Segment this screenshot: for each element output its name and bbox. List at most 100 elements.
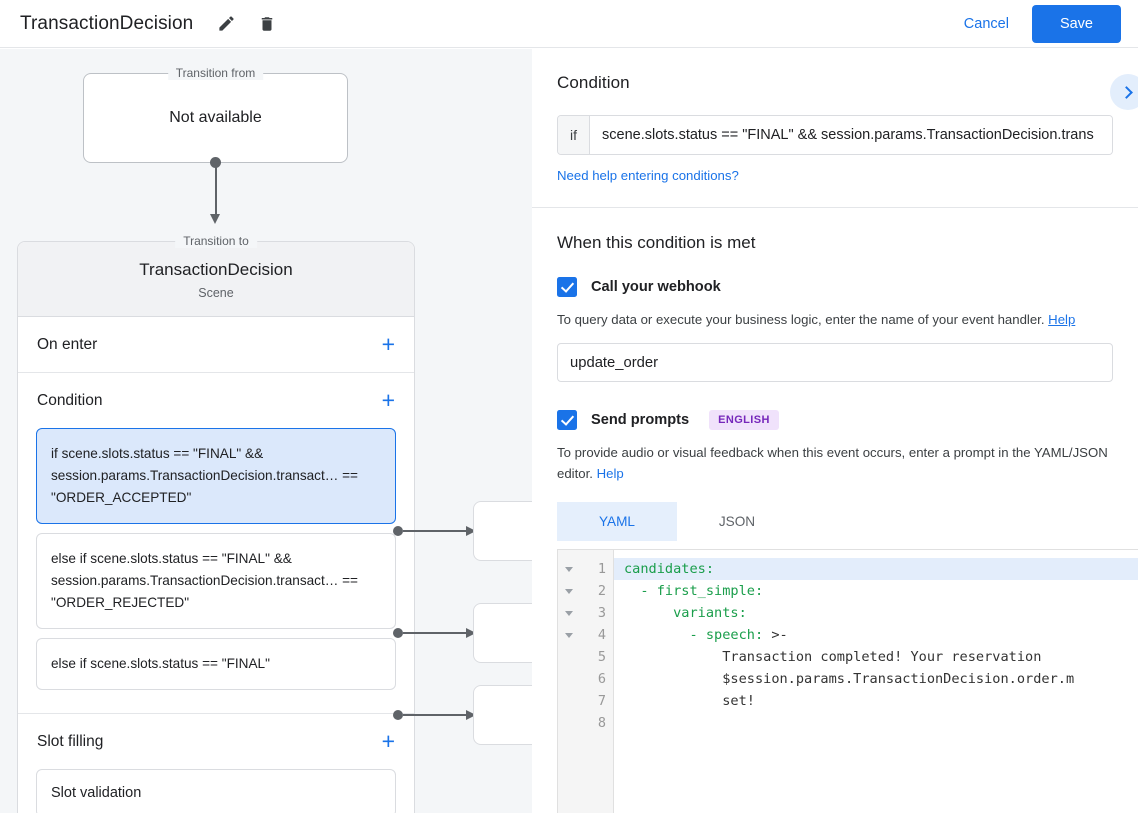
triangle-down-glyph: [565, 566, 573, 572]
code-content[interactable]: candidates: - first_simple: variants: - …: [614, 550, 1138, 813]
triangle-down-glyph: [565, 610, 573, 616]
add-condition-button[interactable]: +: [381, 387, 395, 413]
code-fold-arrow-icon[interactable]: [558, 580, 580, 602]
yaml-value-token: >-: [763, 627, 788, 644]
add-slot-filling-button[interactable]: +: [381, 728, 395, 755]
send-prompts-row: Send prompts ENGLISH: [557, 410, 1113, 431]
send-prompts-label: Send prompts: [591, 412, 690, 429]
yaml-key-token: - first_simple:: [624, 583, 764, 600]
save-button[interactable]: Save: [1031, 4, 1121, 43]
code-line-number: 3: [597, 605, 606, 622]
yaml-value-token: $session.params.TransactionDecision.orde…: [624, 671, 1075, 688]
section-condition: Condition + if scene.slots.status == "FI…: [18, 373, 414, 715]
connector-line: [215, 162, 217, 217]
scene-header: TransactionDecision Scene: [18, 242, 414, 317]
yaml-code-editor[interactable]: 1 2 3 4 5 6 7 8 candidates: - first_simple: var…: [557, 549, 1138, 813]
triangle-down-glyph: [565, 588, 573, 594]
code-line-number: 2: [597, 583, 606, 600]
need-help-conditions-link[interactable]: Need help entering conditions?: [557, 168, 739, 183]
tab-json[interactable]: JSON: [718, 514, 756, 530]
tab-yaml[interactable]: YAML: [557, 502, 677, 542]
when-condition-met-section: When this condition is met Call your web…: [532, 208, 1138, 813]
event-handler-input[interactable]: [557, 343, 1113, 383]
trash-icon[interactable]: [252, 9, 282, 39]
topbar-actions: Cancel Save: [951, 4, 1138, 43]
scene-type: Scene: [198, 286, 234, 300]
top-bar: TransactionDecision Cancel Save: [0, 0, 1138, 48]
when-condition-met-heading: When this condition is met: [557, 233, 756, 252]
code-line: variants:: [614, 602, 1138, 624]
code-line-number: 4: [597, 627, 606, 644]
yaml-key-token: - speech:: [624, 627, 764, 644]
call-webhook-checkbox[interactable]: [557, 277, 577, 297]
section-condition-header: Condition +: [18, 373, 414, 428]
condition-heading: Condition: [557, 73, 630, 92]
section-slot-filling: Slot filling + Slot validation: [18, 714, 414, 813]
code-line: $session.params.TransactionDecision.orde…: [614, 668, 1138, 690]
page-title: TransactionDecision: [20, 12, 194, 34]
code-line-number: 6: [597, 671, 606, 688]
call-webhook-label: Call your webhook: [591, 279, 721, 295]
code-line: [614, 712, 1138, 734]
branch-target-box-3[interactable]: [473, 685, 532, 745]
condition-list: if scene.slots.status == "FINAL" && sess…: [18, 428, 414, 713]
yaml-value-token: set!: [624, 693, 755, 710]
condition-item-3[interactable]: else if scene.slots.status == "FINAL": [36, 638, 396, 691]
condition-expression-input[interactable]: [590, 116, 1112, 154]
chevron-glyph: [1120, 85, 1133, 99]
code-fold-column: [558, 550, 580, 813]
if-label: if: [558, 116, 590, 154]
transition-to-legend: Transition to: [175, 234, 257, 248]
condition-item-1[interactable]: if scene.slots.status == "FINAL" && sess…: [36, 428, 396, 525]
triangle-down-glyph: [565, 632, 573, 638]
connector-arrow-icon: [210, 214, 220, 224]
slot-validation-item[interactable]: Slot validation: [36, 769, 396, 813]
code-line: - speech: >-: [614, 624, 1138, 646]
code-line-number: 7: [597, 693, 606, 710]
call-webhook-description-text: To query data or execute your business l…: [557, 312, 1045, 327]
editor-format-tabs: YAML JSON: [557, 502, 1113, 542]
code-line: Transaction completed! Your reservation: [614, 646, 1138, 668]
section-condition-label: Condition: [37, 391, 103, 409]
transition-from-value: Not available: [169, 109, 262, 126]
send-prompts-description-text: To provide audio or visual feedback when…: [557, 445, 1108, 481]
add-on-enter-button[interactable]: +: [381, 331, 395, 357]
code-line-number: 8: [597, 715, 606, 732]
yaml-key-token: candidates:: [624, 561, 715, 578]
cancel-button[interactable]: Cancel: [951, 7, 1022, 41]
transition-to-card: Transition to TransactionDecision Scene …: [17, 234, 415, 813]
yaml-value-token: Transaction completed! Your reservation: [624, 649, 1042, 666]
section-on-enter: On enter +: [18, 317, 414, 373]
code-line: - first_simple:: [614, 580, 1138, 602]
code-line: candidates:: [614, 558, 1138, 581]
condition-detail-panel: Condition if Need help entering conditio…: [532, 49, 1138, 813]
branch-target-box-1[interactable]: [473, 501, 532, 561]
prompts-help-link[interactable]: Help: [596, 465, 624, 481]
code-fold-arrow-icon[interactable]: [558, 558, 580, 580]
transition-from-box: Transition from Not available: [83, 66, 348, 163]
scene-name: TransactionDecision: [139, 260, 293, 279]
if-condition-row: if: [557, 115, 1113, 155]
condition-item-2[interactable]: else if scene.slots.status == "FINAL" &&…: [36, 533, 396, 630]
code-line-number: 1: [597, 561, 606, 578]
code-line-number: 5: [597, 649, 606, 666]
webhook-help-link[interactable]: Help: [1048, 312, 1076, 327]
branch-target-box-2[interactable]: [473, 603, 532, 663]
yaml-key-token: variants:: [624, 605, 747, 622]
code-fold-arrow-icon[interactable]: [558, 602, 580, 624]
code-line-numbers: 1 2 3 4 5 6 7 8: [580, 550, 614, 813]
chevron-right-icon[interactable]: [1110, 74, 1138, 110]
section-on-enter-label: On enter: [37, 335, 98, 353]
section-slot-filling-label: Slot filling: [37, 732, 104, 750]
section-slot-filling-header: Slot filling +: [18, 714, 414, 769]
call-webhook-description: To query data or execute your business l…: [557, 310, 1113, 330]
send-prompts-description: To provide audio or visual feedback when…: [557, 443, 1113, 484]
scene-graph-canvas: Transition from Not available Transition…: [0, 49, 532, 813]
section-on-enter-header: On enter +: [18, 317, 414, 372]
code-line: set!: [614, 690, 1138, 712]
send-prompts-checkbox[interactable]: [557, 410, 577, 431]
pencil-icon[interactable]: [211, 9, 241, 39]
code-fold-arrow-icon[interactable]: [558, 624, 580, 646]
condition-editor-section: Condition if Need help entering conditio…: [532, 49, 1138, 208]
slot-filling-list: Slot validation: [18, 769, 414, 813]
